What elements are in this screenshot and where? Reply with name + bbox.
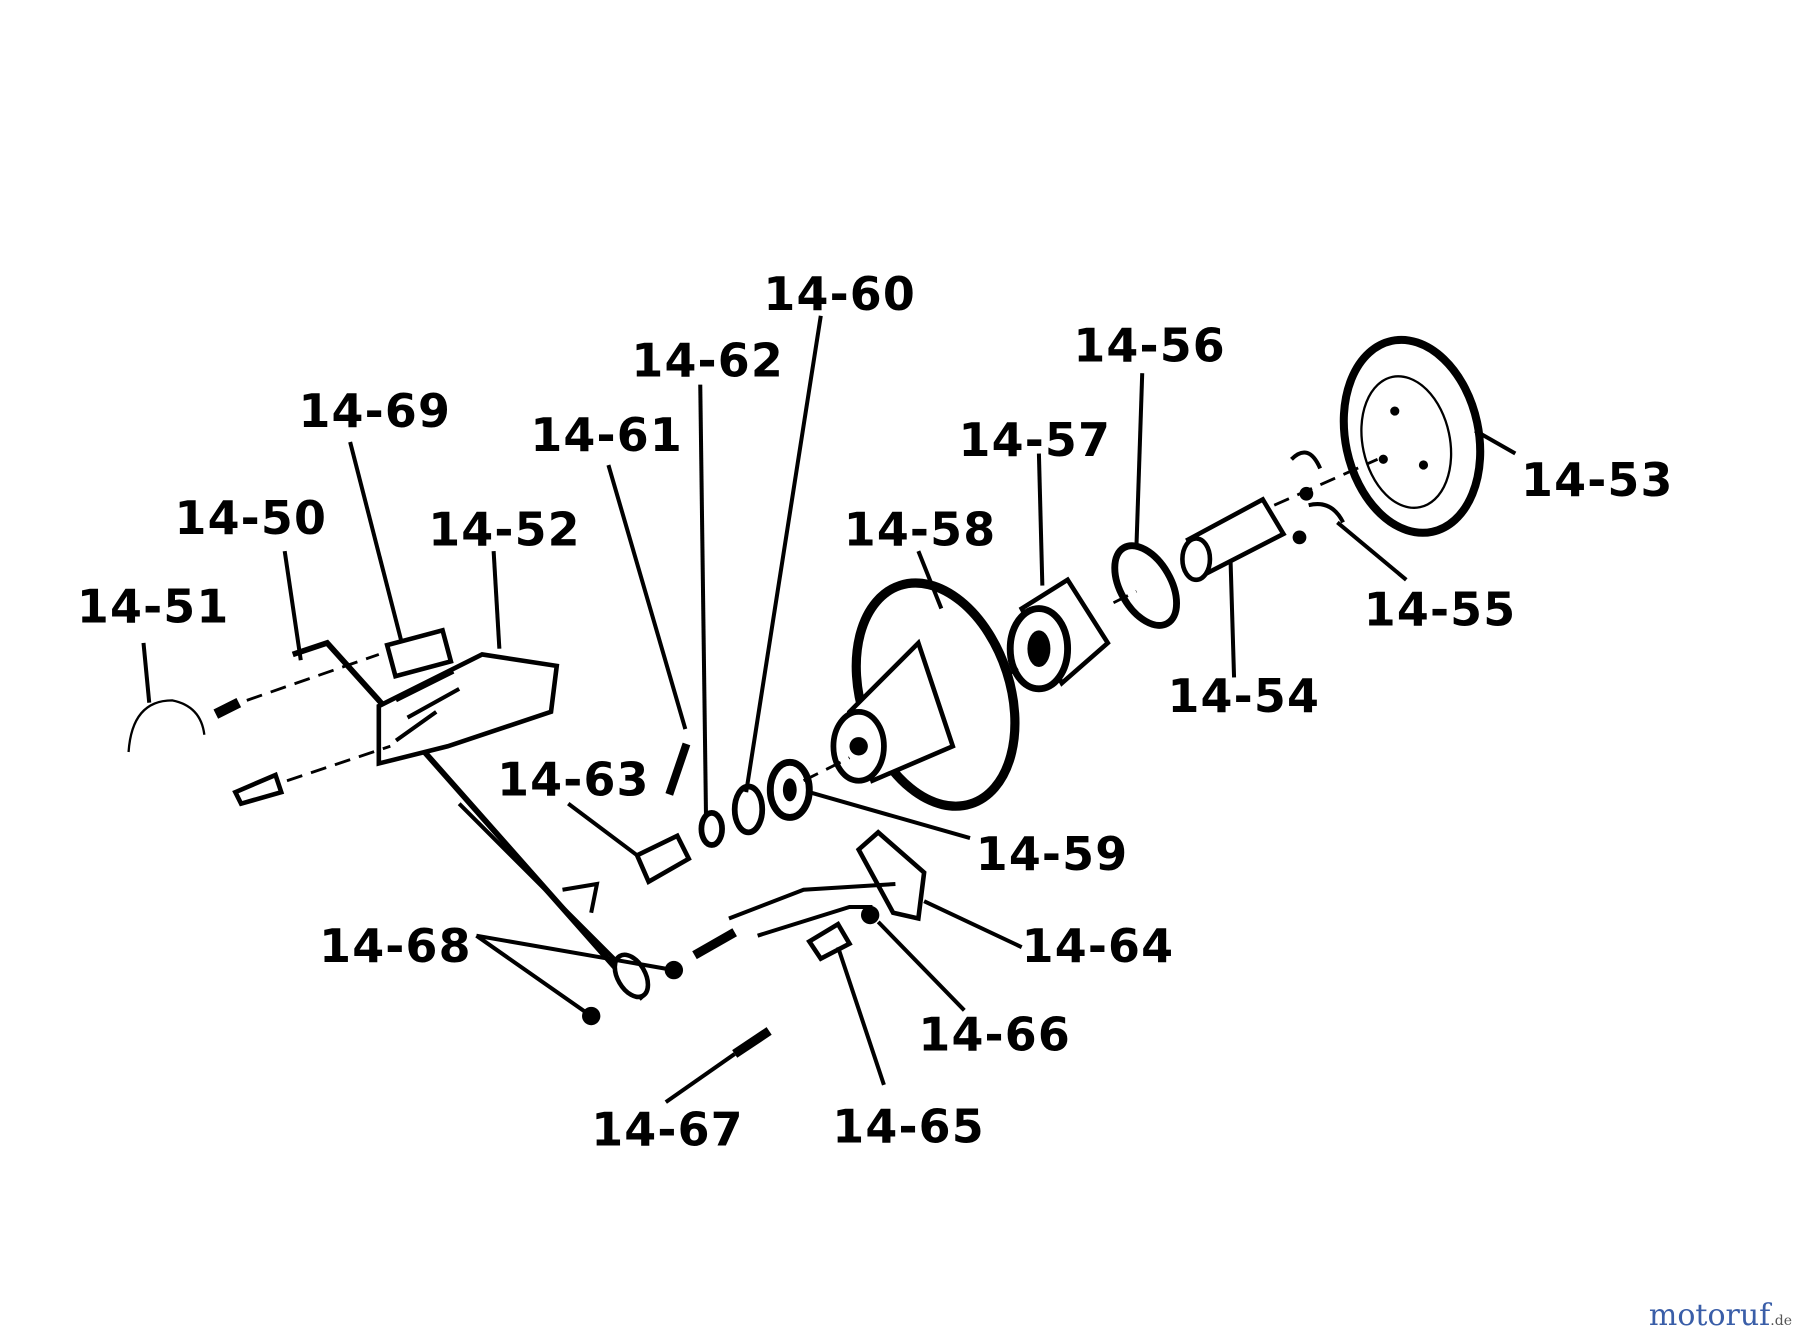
- label-plate-14-69: [384, 627, 454, 680]
- clamp-14-55: [1290, 450, 1345, 545]
- label-14-67: 14-67: [591, 1103, 744, 1157]
- lever-14-50: [291, 639, 651, 1001]
- label-14-58: 14-58: [844, 502, 997, 556]
- watermark-brand: motoruf: [1648, 1298, 1771, 1333]
- label-14-64: 14-64: [1022, 919, 1175, 973]
- label-14-69: 14-69: [298, 384, 451, 438]
- label-14-66: 14-66: [918, 1007, 1071, 1061]
- label-14-50: 14-50: [174, 491, 327, 545]
- clutch-drum-14-58: [830, 578, 1020, 811]
- watermark-tld: .de: [1770, 1313, 1792, 1329]
- pulley-14-53: [1339, 335, 1485, 537]
- shaft-14-63: [634, 832, 692, 885]
- nut-14-66: [860, 905, 880, 925]
- handle-bracket-14-52: [376, 652, 560, 767]
- screw: [692, 928, 737, 960]
- bolt: [232, 771, 285, 807]
- label-14-55: 14-55: [1364, 583, 1517, 637]
- spring-14-61: [665, 742, 691, 796]
- screw-14-67: [732, 1027, 772, 1058]
- bracket-14-64: [728, 829, 927, 938]
- label-14-56: 14-56: [1073, 319, 1226, 373]
- label-14-63: 14-63: [497, 753, 650, 807]
- label-14-65: 14-65: [832, 1099, 985, 1153]
- label-14-51: 14-51: [77, 579, 230, 633]
- leader-lines: [141, 315, 1517, 1104]
- watermark-logo: motoruf.de: [1649, 1298, 1792, 1333]
- label-14-54: 14-54: [1167, 669, 1320, 723]
- label-14-61: 14-61: [530, 408, 683, 462]
- screw: [213, 698, 242, 719]
- knob-14-51: [127, 699, 206, 753]
- bearing-14-59: [766, 758, 813, 821]
- label-14-53: 14-53: [1521, 453, 1674, 507]
- sleeve-14-54: [1180, 496, 1287, 583]
- bolt-14-65: [806, 921, 853, 962]
- rings-14-60-14-62: [698, 783, 766, 848]
- bearing-14-57: [1006, 576, 1111, 693]
- label-14-52: 14-52: [428, 502, 581, 556]
- label-14-68: 14-68: [319, 919, 472, 973]
- ring-14-56: [1111, 542, 1180, 629]
- label-14-57: 14-57: [959, 413, 1112, 467]
- label-14-59: 14-59: [976, 827, 1129, 881]
- label-14-60: 14-60: [763, 267, 916, 321]
- label-14-62: 14-62: [631, 334, 784, 388]
